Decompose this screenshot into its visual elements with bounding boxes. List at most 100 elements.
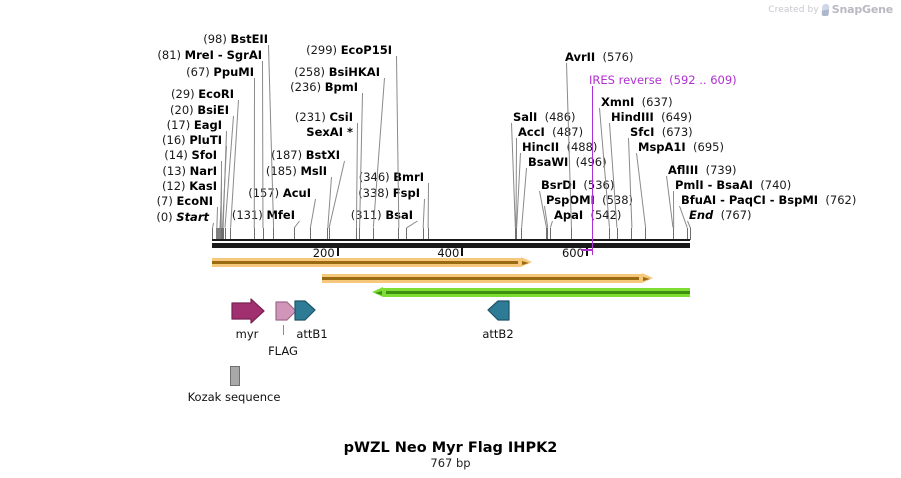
- site-label-sali[interactable]: SalI (486): [513, 111, 576, 123]
- site-label-bpmi[interactable]: (236) BpmI: [290, 81, 358, 93]
- tick-csii[interactable]: [356, 228, 357, 240]
- feature-arrow-flag[interactable]: [275, 299, 297, 323]
- site-name: EcoRI: [198, 87, 234, 101]
- tick-pluti[interactable]: [222, 228, 223, 240]
- site-label-csii[interactable]: (231) CsiI: [295, 111, 353, 123]
- tick-sfoi[interactable]: [220, 228, 222, 240]
- orf-arrow-3[interactable]: [372, 287, 690, 297]
- site-label-pluti[interactable]: (16) PluTI: [162, 134, 222, 146]
- site-label-bsrdi[interactable]: BsrDI (536): [541, 179, 614, 191]
- tick-acui[interactable]: [309, 228, 311, 240]
- tick-acci[interactable]: [515, 228, 517, 240]
- tick-msli[interactable]: [327, 228, 329, 240]
- orf-arrow-1[interactable]: [212, 257, 532, 267]
- site-pos: (542): [590, 208, 622, 222]
- tick-ppumi[interactable]: [253, 228, 255, 240]
- site-name: AvrII: [565, 50, 596, 64]
- site-label-ecop15i[interactable]: (299) EcoP15I: [306, 44, 392, 56]
- ires-marker-line[interactable]: [592, 228, 593, 255]
- tick-bsihkai[interactable]: [372, 228, 374, 240]
- tick-ecori[interactable]: [230, 228, 232, 240]
- site-label-bsteii[interactable]: (98) BstEII: [203, 33, 268, 45]
- site-name: SalI: [513, 110, 538, 124]
- tick-bsawi[interactable]: [521, 228, 523, 240]
- site-pos: (695): [693, 140, 724, 154]
- tick-bsteii[interactable]: [273, 228, 275, 240]
- tick-avrii[interactable]: [571, 228, 572, 240]
- feature-label-ires-reverse[interactable]: IRES reverse (592 .. 609): [589, 74, 737, 86]
- site-label-bsiei[interactable]: (20) BsiEI: [170, 104, 229, 116]
- site-label-hincii[interactable]: HincII (488): [522, 141, 597, 153]
- site-label-afliii[interactable]: AflIII (739): [668, 164, 737, 176]
- tick-hincii[interactable]: [516, 228, 518, 240]
- site-label-sfoi[interactable]: (14) SfoI: [164, 149, 217, 161]
- site-label-avrii[interactable]: AvrII (576): [565, 51, 633, 63]
- feature-arrow-attb1[interactable]: [294, 297, 316, 323]
- site-label-bsihkai[interactable]: (258) BsiHKAI: [294, 66, 380, 78]
- site-label-ppumi[interactable]: (67) PpuMI: [186, 66, 254, 78]
- tick-bfuai-paqci-bspmi[interactable]: [686, 228, 688, 240]
- orf-arrow-2[interactable]: [321, 273, 653, 283]
- site-label-econi[interactable]: (7) EcoNI: [157, 195, 213, 207]
- site-label-pspomi[interactable]: PspOMI (538): [546, 194, 633, 206]
- tick-start[interactable]: [212, 228, 213, 240]
- tick-mfei[interactable]: [293, 228, 295, 240]
- tick-pspomi[interactable]: [547, 228, 549, 240]
- tick-eagi[interactable]: [222, 228, 224, 240]
- site-label-hindiii[interactable]: HindIII (649): [611, 111, 692, 123]
- site-label-msli[interactable]: (185) MslI: [266, 165, 327, 177]
- tick-bmri[interactable]: [427, 228, 429, 240]
- leader-left-0: [268, 44, 275, 229]
- site-label-apai[interactable]: ApaI (542): [554, 209, 621, 221]
- tick-pmli-bsaai[interactable]: [673, 228, 675, 240]
- tick-mspa1i[interactable]: [645, 228, 647, 240]
- tick-kozak[interactable]: [215, 228, 221, 240]
- site-label-eagi[interactable]: (17) EagI: [167, 119, 222, 131]
- tick-bsrdi[interactable]: [546, 228, 547, 240]
- tick-bpmi[interactable]: [359, 228, 361, 240]
- site-label-mspa1i[interactable]: MspA1I (695): [638, 141, 724, 153]
- feature-arrow-myr[interactable]: [231, 298, 265, 324]
- site-label-mrei-sgrai[interactable]: (81) MreI - SgrAI: [157, 49, 262, 61]
- ruler-mark-200: [336, 247, 339, 256]
- leader-mid-9: [422, 198, 425, 228]
- leader-right-4: [521, 167, 527, 229]
- tick-sfci[interactable]: [631, 228, 633, 240]
- tick-apai[interactable]: [549, 228, 551, 240]
- feature-arrow-attb2[interactable]: [487, 297, 510, 323]
- tick-sali[interactable]: [514, 228, 516, 240]
- tick-hindiii[interactable]: [616, 228, 618, 240]
- tick-bsai[interactable]: [405, 228, 407, 240]
- site-label-fspi[interactable]: (338) FspI: [358, 187, 420, 199]
- site-label-end[interactable]: End (767): [689, 209, 752, 221]
- tick-bsiei[interactable]: [224, 228, 226, 240]
- site-label-bfuai-paqci-bspmi[interactable]: BfuAI - PaqCI - BspMI (762): [681, 194, 856, 206]
- site-label-bsawi[interactable]: BsaWI (496): [528, 156, 607, 168]
- site-label-sexai[interactable]: SexAI *: [306, 126, 353, 138]
- tick-afliii[interactable]: [672, 228, 674, 240]
- site-label-kasi[interactable]: (12) KasI: [162, 180, 217, 192]
- site-pos: (67): [186, 65, 210, 79]
- site-label-nari[interactable]: (13) NarI: [162, 165, 217, 177]
- site-label-ecori[interactable]: (29) EcoRI: [171, 88, 234, 100]
- tick-fspi[interactable]: [422, 228, 424, 240]
- site-pos: (576): [602, 50, 634, 64]
- site-label-bstxi[interactable]: (187) BstXI: [271, 149, 340, 161]
- feature-box-kozak[interactable]: [230, 366, 240, 386]
- site-label-pmli-bsaai[interactable]: PmlI - BsaAI (740): [675, 179, 791, 191]
- tick-mrei-sgrai[interactable]: [262, 228, 264, 240]
- feature-label-kozak: Kozak sequence: [187, 390, 281, 404]
- ires-name: IRES reverse: [589, 73, 662, 87]
- tick-xmni[interactable]: [609, 228, 610, 240]
- site-label-acci[interactable]: AccI (487): [518, 126, 583, 138]
- site-name: BsaWI: [528, 155, 569, 169]
- site-label-start[interactable]: (0) Start: [156, 211, 209, 223]
- site-label-bmri[interactable]: (346) BmrI: [359, 171, 424, 183]
- site-label-acui[interactable]: (157) AcuI: [248, 187, 311, 199]
- site-name: PpuMI: [213, 65, 254, 79]
- tick-ecop15i[interactable]: [398, 228, 400, 240]
- site-label-sfci[interactable]: SfcI (673): [630, 126, 693, 138]
- tick-bstxi[interactable]: [328, 228, 330, 240]
- tick-end[interactable]: [690, 228, 691, 240]
- site-label-xmni[interactable]: XmnI (637): [601, 96, 673, 108]
